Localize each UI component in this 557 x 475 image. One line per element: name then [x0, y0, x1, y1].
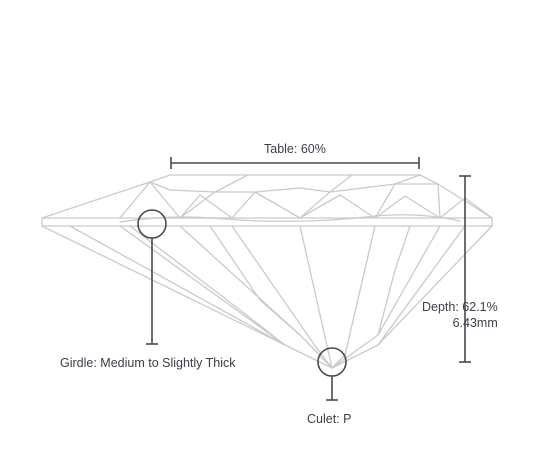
- depth-label: Depth: 62.1% 6.43mm: [422, 299, 498, 331]
- crown-facets-f: [179, 194, 233, 219]
- depth-percent-label: Depth: 62.1%: [422, 300, 498, 314]
- crown-facets-e: [149, 181, 439, 193]
- crown-facets-g: [299, 194, 376, 219]
- pavilion-facets-l5: [209, 225, 301, 336]
- pavilion-facets-r1: [129, 225, 286, 346]
- table-label: Table: 60%: [264, 142, 326, 156]
- diamond-outline: [41, 174, 493, 369]
- pavilion-facets-l4: [231, 225, 333, 369]
- crown-facets-c: [374, 174, 421, 219]
- pavilion-facets-l2: [119, 225, 286, 346]
- girdle-marker-circle: [137, 209, 167, 239]
- depth-mm-label: 6.43mm: [452, 316, 498, 330]
- pavilion-facets-left: [69, 225, 286, 346]
- culet-marker-circle: [317, 347, 347, 377]
- measurement-markers: [137, 157, 471, 401]
- girdle-label: Girdle: Medium to Slightly Thick: [60, 356, 236, 370]
- culet-label: Culet: P: [307, 412, 352, 426]
- crown-outline: [41, 174, 493, 219]
- crown-facets-a: [119, 174, 249, 219]
- pavilion-facets-r4: [331, 225, 376, 369]
- girdle-wave: [119, 214, 461, 223]
- pavilion-facets-r5: [377, 225, 411, 336]
- pavilion-facets-r2: [377, 225, 466, 346]
- crown-facets-h: [374, 195, 441, 219]
- crown-facets-b: [231, 174, 353, 219]
- crown-facets-d: [437, 183, 493, 219]
- pavilion-facets-l3: [179, 225, 333, 369]
- pavilion-facets-c: [299, 225, 333, 369]
